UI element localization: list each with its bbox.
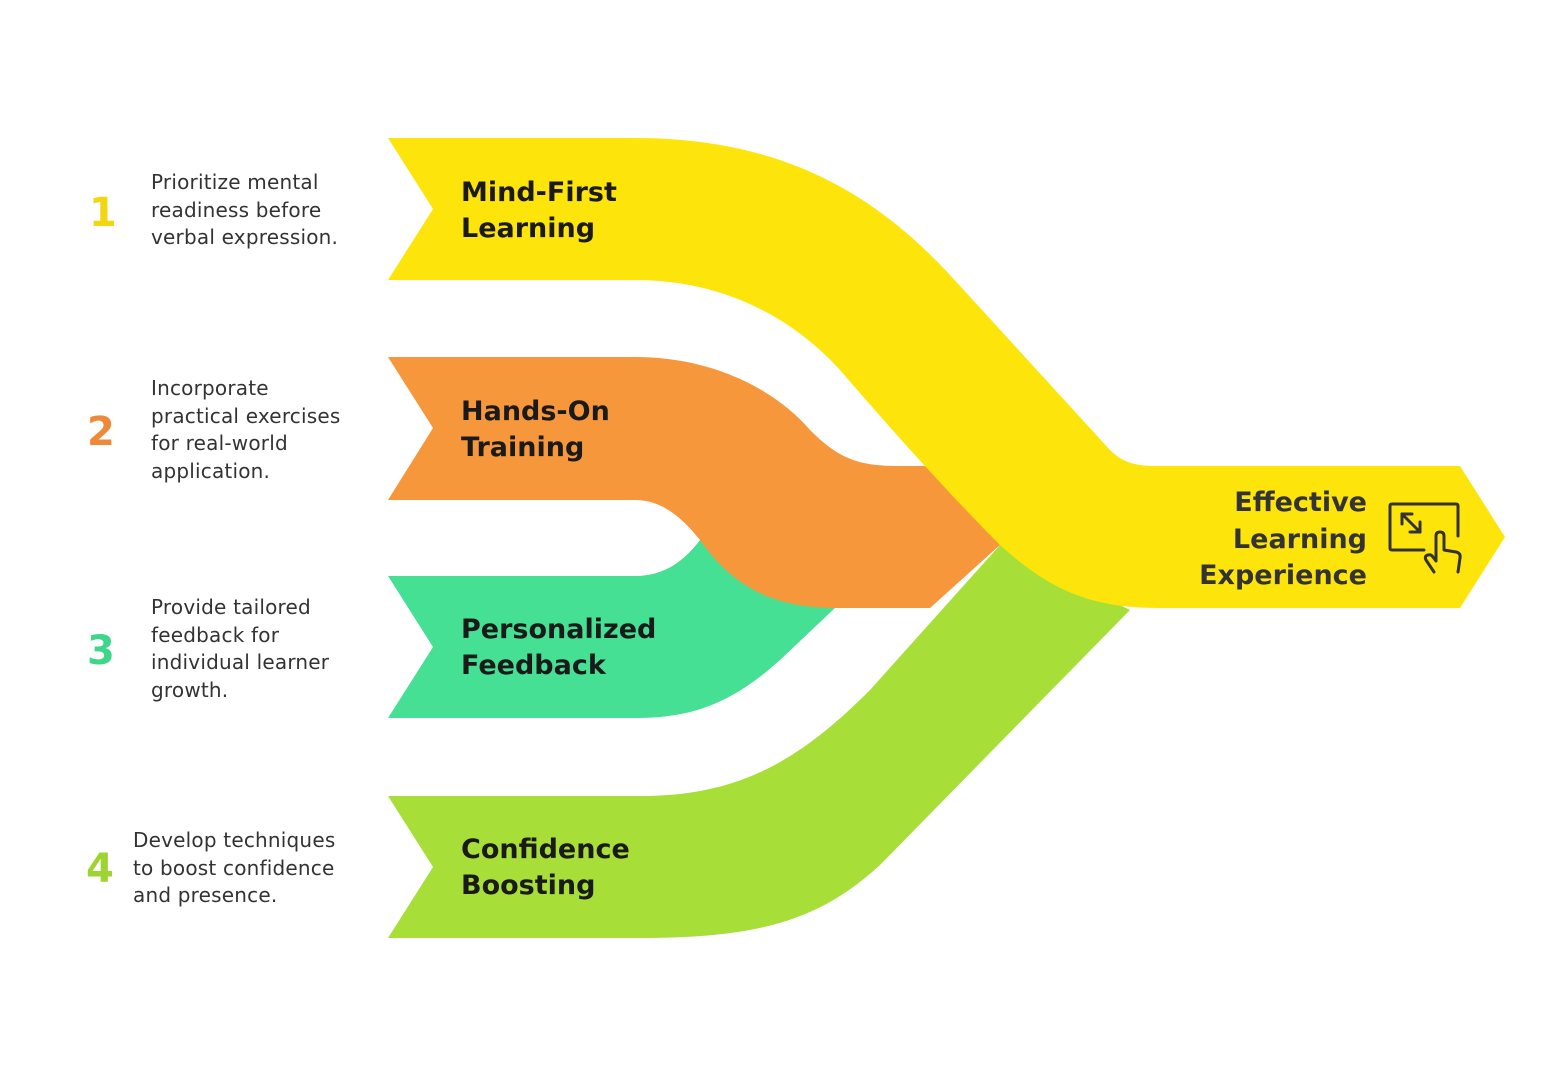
step-number-1: 1 [89,190,117,236]
step-number-4: 4 [86,846,114,892]
stream-label-4: Confidence Boosting [461,834,630,901]
stream-mind-first-learning [388,138,1505,608]
step-number-3: 3 [87,628,115,674]
outcome-label: Effective Learning Experience [1199,487,1367,591]
step-description-1: Prioritize mental readiness before verba… [151,170,339,249]
stream-label-2: Hands-On Training [461,396,610,463]
stream-hands-on-training [388,357,1000,608]
touch-screen-resize-icon [1388,502,1462,574]
step-description-3: Provide tailored feedback for individual… [151,595,330,702]
stream-personalized-feedback [388,540,835,718]
stream-confidence-boosting [388,545,1130,938]
stream-label-3: Personalized Feedback [461,614,657,681]
step-number-2: 2 [87,409,115,455]
stream-label-1: Mind-First Learning [461,177,617,244]
step-description-4: Develop techniques to boost confidence a… [133,828,336,907]
step-description-2: Incorporate practical exercises for real… [151,376,341,483]
